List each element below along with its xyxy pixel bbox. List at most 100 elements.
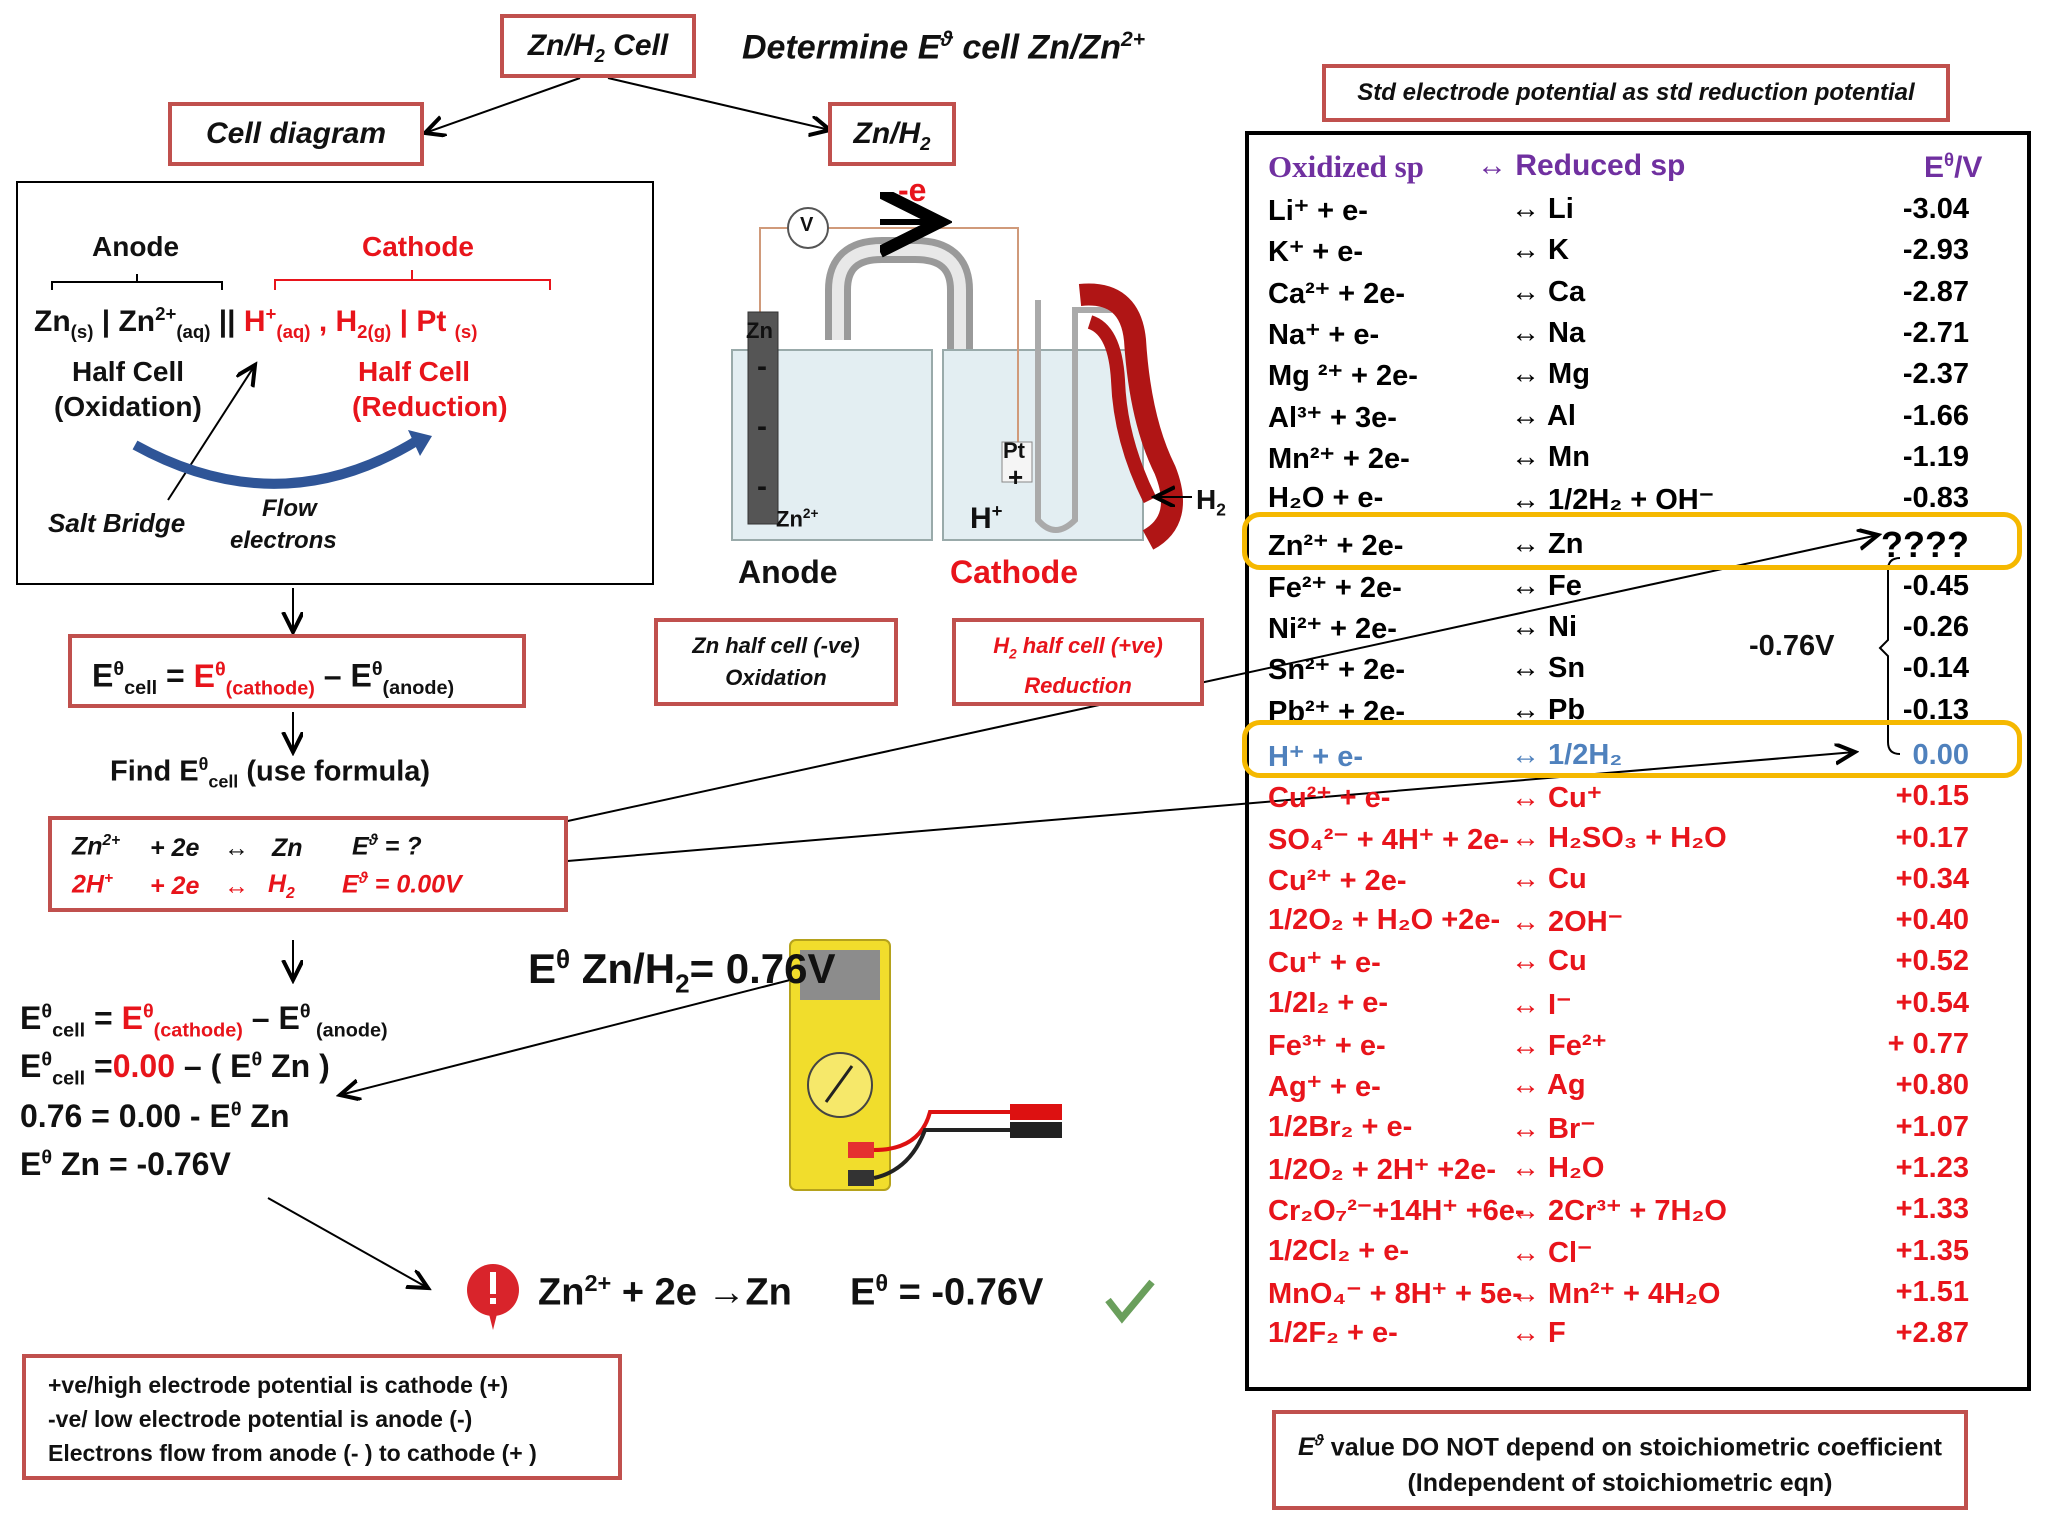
table-row-2-reduced: ↔ Ca (1511, 276, 1586, 308)
salt-bridge-tube (825, 237, 973, 360)
table-row-26-oxidized: MnO₄⁻ + 8H⁺ + 5e- (1268, 1278, 1522, 1310)
table-row-21-potential: +0.80 (1895, 1069, 1969, 1101)
h-half-equation: 2H+ (72, 870, 114, 899)
cell-notation: Zn(s) | Zn2+(aq) || H+(aq) , H2(g) | Pt … (34, 303, 478, 342)
hydrogen-tube (1035, 300, 1112, 533)
table-row-20-reduced: ↔ Fe²⁺ (1511, 1030, 1607, 1062)
table-row-1-reduced: ↔ K (1511, 234, 1569, 266)
table-row-13-potential: 0.00 (1912, 739, 1969, 771)
table-row-24-potential: +1.33 (1895, 1193, 1969, 1225)
zn2-ion-label: Zn2+ (776, 506, 819, 532)
h-ion-label: H+ (970, 500, 1003, 535)
half-equations-box: Zn2+ + 2e ↔ Zn Eϑ = ? 2H+ + 2e ↔ H2 Eϑ =… (48, 816, 568, 912)
h2-label: H2 (1196, 484, 1226, 520)
table-row-21-reduced: ↔ Ag (1511, 1069, 1586, 1101)
table-row-27-reduced: ↔ F (1511, 1317, 1566, 1349)
table-row-6-potential: -1.19 (1902, 441, 1969, 473)
h-equilibrium-arrow: ↔ (224, 872, 249, 900)
table-row-15-potential: +0.17 (1895, 822, 1969, 854)
electron-label: -e (898, 172, 927, 208)
apparatus-cathode-label: Cathode (950, 554, 1078, 590)
zn-half-equation: Zn2+ (72, 832, 121, 861)
table-row-25-oxidized: 1/2Cl₂ + e- (1268, 1235, 1410, 1267)
table-row-11-oxidized: Sn²⁺ + 2e- (1268, 654, 1405, 686)
salt-bridge-arrow (167, 365, 255, 501)
table-row-3-oxidized: Na⁺ + e- (1268, 319, 1380, 351)
table-row-15-reduced: ↔ H₂SO₃ + H₂O (1511, 822, 1727, 854)
std-electrode-potential-box: Std electrode potential as std reduction… (1322, 64, 1950, 122)
flow-label: Flow (262, 495, 317, 522)
table-row-0-potential: -3.04 (1902, 193, 1969, 225)
bracket-label: -0.76V (1749, 630, 1835, 662)
anode-brace (51, 274, 223, 290)
rule-3: Electrons flow from anode (- ) to cathod… (48, 1440, 537, 1466)
zn-electrode-label: Zn (746, 318, 773, 343)
table-row-11-potential: -0.14 (1902, 652, 1969, 684)
table-row-16-oxidized: Cu²⁺ + 2e- (1268, 865, 1407, 897)
table-row-5-potential: -1.66 (1902, 400, 1969, 432)
table-row-3-reduced: ↔ Na (1511, 317, 1586, 349)
electrode-potential-table: Oxidized sp ↔ Reduced sp Eθ/V Li⁺ + e-↔ … (1245, 131, 2031, 1391)
cathode-label: Cathode (362, 231, 474, 262)
result-equation: Zn2+ + 2e →Zn (538, 1270, 792, 1314)
table-row-16-potential: +0.34 (1895, 863, 1969, 895)
table-row-14-oxidized: Cu²⁺ + e- (1268, 782, 1391, 814)
cell-potential-formula: Eθcell = Eθ(cathode) – Eθ(anode) (68, 634, 526, 708)
table-row-23-oxidized: 1/2O₂ + 2H⁺ +2e- (1268, 1154, 1497, 1186)
zinc-electrode (747, 311, 779, 525)
electron-flow-arc (132, 435, 421, 489)
table-row-19-potential: +0.54 (1895, 987, 1969, 1019)
table-row-22-potential: +1.07 (1895, 1111, 1969, 1143)
voltmeter-icon (787, 207, 829, 249)
table-row-19-oxidized: 1/2I₂ + e- (1268, 987, 1389, 1019)
meter-reading-label: Eθ Zn/H2= 0.76V (528, 944, 836, 999)
table-row-27-oxidized: 1/2F₂ + e- (1268, 1317, 1398, 1349)
check-icon (1105, 1279, 1155, 1324)
table-row-8-potential: ???? (1881, 524, 1969, 565)
salt-bridge-label: Salt Bridge (48, 508, 186, 538)
result-potential: Eθ = -0.76V (850, 1270, 1044, 1314)
minus-sign-1: - (757, 350, 767, 383)
pt-label: Pt (1003, 438, 1025, 463)
table-row-15-oxidized: SO₄²⁻ + 4H⁺ + 2e- (1268, 824, 1510, 856)
table-row-6-reduced: ↔ Mn (1511, 441, 1590, 473)
table-row-6-oxidized: Mn²⁺ + 2e- (1268, 443, 1410, 475)
table-row-24-oxidized: Cr₂O₇²⁻+14H⁺ +6e- (1268, 1195, 1525, 1227)
table-row-25-potential: +1.35 (1895, 1235, 1969, 1267)
header-oxidized: Oxidized sp (1268, 149, 1424, 184)
main-title: Determine Eϑ cell Zn/Zn2+ (742, 28, 1146, 67)
cell-diagram-box: Cell diagram (168, 102, 424, 166)
table-row-2-oxidized: Ca²⁺ + 2e- (1268, 278, 1405, 310)
zn-half-cell-box: Zn half cell (-ve)Oxidation (654, 618, 898, 706)
table-row-10-oxidized: Ni²⁺ + 2e- (1268, 613, 1397, 645)
table-row-11-reduced: ↔ Sn (1511, 652, 1586, 684)
table-row-5-oxidized: Al³⁺ + 3e- (1268, 402, 1397, 434)
table-row-16-reduced: ↔ Cu (1511, 863, 1587, 895)
zn-h2-cell-title: Zn/H2 Cell (500, 14, 696, 78)
zn-potential: Eϑ = ? (352, 832, 422, 861)
table-row-4-potential: -2.37 (1902, 358, 1969, 390)
red-probe (873, 1110, 1060, 1152)
zn-h2-box: Zn/H2 (828, 102, 956, 166)
table-row-27-potential: +2.87 (1895, 1317, 1969, 1349)
table-row-9-oxidized: Fe²⁺ + 2e- (1268, 572, 1402, 604)
table-row-26-potential: +1.51 (1895, 1276, 1969, 1308)
table-row-14-potential: +0.15 (1895, 780, 1969, 812)
table-row-17-oxidized: 1/2O₂ + H₂O +2e- (1268, 904, 1501, 936)
half-cell-right: Half Cell (358, 356, 471, 387)
find-ecell-label: Find Eθcell (use formula) (110, 754, 431, 792)
arrow-to-znh2 (607, 77, 830, 130)
table-row-7-oxidized: H₂O + e- (1268, 482, 1384, 514)
table-row-8-reduced: ↔ Zn (1511, 528, 1584, 560)
rule-1: +ve/high electrode potential is cathode … (48, 1372, 509, 1398)
table-row-18-potential: +0.52 (1895, 945, 1969, 977)
oxidation-label: (Oxidation) (54, 391, 202, 422)
table-row-26-reduced: ↔ Mn²⁺ + 4H₂O (1511, 1278, 1721, 1310)
h-potential: Eϑ = 0.00V (342, 870, 462, 899)
minus-sign-3: - (757, 470, 767, 503)
header-reduced: ↔ Reduced sp (1477, 149, 1686, 182)
table-row-22-reduced: ↔ Br⁻ (1511, 1113, 1596, 1145)
calc-line-2: Eθcell =0.00 – ( Eθ Zn ) (20, 1048, 330, 1090)
table-row-9-potential: -0.45 (1902, 570, 1969, 602)
arrow-to-cell-diagram (425, 77, 581, 133)
